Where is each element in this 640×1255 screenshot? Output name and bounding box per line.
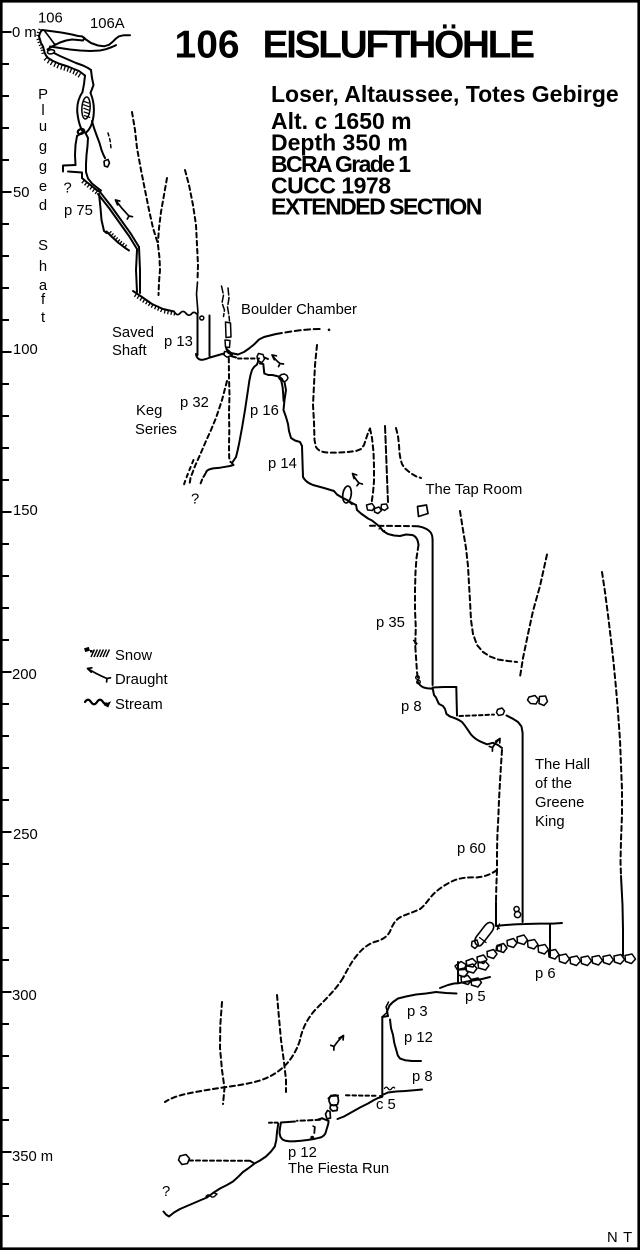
svg-text:l: l — [41, 103, 44, 119]
svg-text:106: 106 — [38, 11, 63, 27]
svg-text:The Hall: The Hall — [535, 757, 590, 773]
svg-text:50: 50 — [13, 185, 29, 201]
svg-text:Draught: Draught — [115, 672, 168, 688]
svg-text:200: 200 — [12, 667, 37, 683]
svg-text:a: a — [39, 278, 48, 294]
svg-text:CUCC 1978: CUCC 1978 — [271, 173, 391, 199]
svg-text:p 75: p 75 — [64, 203, 93, 219]
svg-text:g: g — [39, 139, 47, 155]
svg-text:Saved: Saved — [112, 325, 154, 341]
svg-text:of the: of the — [535, 776, 572, 792]
svg-text:Snow: Snow — [115, 648, 152, 664]
svg-text:S: S — [38, 238, 48, 254]
svg-text:d: d — [39, 198, 47, 214]
svg-text:?: ? — [191, 492, 199, 508]
svg-text:0 m: 0 m — [12, 25, 37, 41]
svg-text:p 60: p 60 — [457, 841, 486, 857]
svg-text:Alt. c 1650 m: Alt. c 1650 m — [271, 108, 412, 134]
svg-text:Shaft: Shaft — [112, 343, 147, 359]
svg-text:350 m: 350 m — [12, 1149, 53, 1165]
svg-text:Series: Series — [135, 422, 177, 438]
svg-text:p 5: p 5 — [465, 989, 486, 1005]
svg-text:300: 300 — [12, 988, 37, 1004]
svg-text:g: g — [39, 159, 47, 175]
svg-text:p 14: p 14 — [268, 456, 297, 472]
svg-text:p 3: p 3 — [407, 1004, 428, 1020]
svg-text:u: u — [39, 119, 47, 135]
svg-text:Keg: Keg — [136, 403, 162, 419]
svg-text:f: f — [41, 292, 46, 308]
svg-text:h: h — [39, 259, 47, 275]
svg-text:?: ? — [64, 181, 72, 197]
svg-text:Boulder Chamber: Boulder Chamber — [241, 302, 357, 318]
svg-text:BCRA Grade 1: BCRA Grade 1 — [271, 151, 411, 177]
svg-text:EXTENDED SECTION: EXTENDED SECTION — [271, 194, 482, 220]
svg-text:p 32: p 32 — [180, 395, 209, 411]
svg-text:250: 250 — [13, 827, 38, 843]
svg-text:Loser, Altaussee, Totes Gebirg: Loser, Altaussee, Totes Gebirge — [271, 81, 619, 107]
svg-text:p 12: p 12 — [288, 1145, 317, 1161]
svg-text:p 8: p 8 — [401, 699, 422, 715]
svg-text:p 13: p 13 — [164, 334, 193, 350]
svg-text:c 5: c 5 — [376, 1097, 396, 1113]
svg-text:t: t — [41, 310, 45, 326]
svg-text:100: 100 — [13, 342, 38, 358]
svg-text:p 8: p 8 — [412, 1069, 433, 1085]
svg-text:p 6: p 6 — [535, 966, 556, 982]
svg-text:150: 150 — [13, 503, 38, 519]
svg-text:e: e — [39, 179, 47, 195]
svg-text:N T: N T — [607, 1230, 633, 1246]
svg-text:?: ? — [162, 1184, 170, 1200]
svg-text:106A: 106A — [90, 16, 125, 32]
svg-text:p 12: p 12 — [404, 1030, 433, 1046]
svg-text:p 35: p 35 — [376, 615, 405, 631]
svg-text:P: P — [38, 87, 48, 103]
svg-text:EISLUFTHÖHLE: EISLUFTHÖHLE — [263, 24, 535, 67]
svg-text:Greene: Greene — [535, 795, 584, 811]
svg-text:The Fiesta Run: The Fiesta Run — [288, 1161, 389, 1177]
svg-text:King: King — [535, 814, 565, 830]
svg-text:106: 106 — [175, 24, 240, 67]
svg-text:p 16: p 16 — [250, 403, 279, 419]
svg-text:Depth 350 m: Depth 350 m — [271, 130, 408, 156]
svg-text:The Tap Room: The Tap Room — [426, 482, 523, 498]
svg-text:Stream: Stream — [115, 697, 163, 713]
